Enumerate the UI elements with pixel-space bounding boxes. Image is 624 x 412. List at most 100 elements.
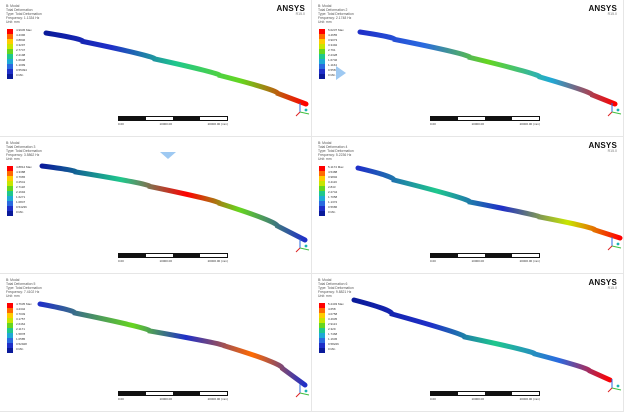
scale-tick-label: 0.00 (118, 259, 124, 263)
legend-swatch (319, 338, 325, 343)
legend-value: 1.5878 (16, 332, 26, 336)
scale-tick-label: 20000.00 (mm) (519, 122, 540, 126)
legend-value: 4.2342 (16, 307, 26, 311)
deformed-beam (43, 30, 309, 107)
beam-viewport[interactable] (0, 274, 312, 412)
legend-value: 1.7058 (328, 195, 338, 199)
header-line: Frequency: 9.8821 Hz (318, 290, 352, 294)
scale-segment (173, 254, 200, 257)
header-line: Total Deformation (6, 8, 33, 12)
beam-viewport[interactable] (0, 137, 312, 274)
legend-swatch (319, 328, 325, 333)
deformed-beam (357, 29, 618, 107)
legend-swatch (7, 166, 13, 171)
beam-viewport[interactable] (312, 137, 624, 274)
scale-segment (146, 392, 173, 395)
header-line: Total Deformation 3 (6, 145, 36, 149)
scale-bar-stripe (118, 391, 228, 396)
deformed-beam (39, 163, 308, 243)
scale-tick-label: 10000.00 (159, 259, 172, 263)
brand-name: ANSYS (276, 4, 305, 13)
beam-viewport[interactable] (312, 0, 624, 137)
legend-swatch (7, 313, 13, 318)
play-triangle-icon[interactable] (336, 66, 346, 80)
legend-swatch (7, 69, 13, 74)
beam-viewport[interactable] (312, 274, 624, 412)
axis-triad-icon (295, 239, 310, 253)
beam-viewport[interactable] (0, 0, 312, 137)
legend-swatch (7, 338, 13, 343)
legend-swatch (7, 176, 13, 181)
legend-swatch (7, 206, 13, 211)
legend-swatch (7, 29, 13, 34)
scale-bar-stripe (118, 116, 228, 121)
header-line: Total Deformation 6 (318, 282, 348, 286)
scale-segment (200, 254, 227, 257)
scale-bar-stripe (118, 253, 228, 258)
legend-swatch (319, 318, 325, 323)
scale-tick-label: 0.00 (118, 397, 124, 401)
legend-color-bar (318, 28, 326, 80)
legend-value: 1.6271 (16, 195, 26, 199)
legend-swatch (319, 49, 325, 54)
scale-segment (485, 117, 512, 120)
scale-tick-label: 20000.00 (mm) (519, 397, 540, 401)
scale-segment (512, 117, 539, 120)
scale-segment (512, 254, 539, 257)
scale-segment (173, 117, 200, 120)
legend-value: 3.7965 (16, 175, 26, 179)
brand-name: ANSYS (588, 141, 617, 150)
header-line: Unit: mm (318, 20, 332, 24)
legend-value: 1.6746 (328, 58, 338, 62)
scale-tick-label: 20000.00 (mm) (207, 122, 228, 126)
legend-value: 0.52928 (16, 342, 27, 346)
scale-bar-stripe (430, 116, 540, 121)
header-line: Frequency: 2.1748 Hz (318, 16, 352, 20)
legend-value: 1.1372 (328, 200, 338, 204)
legend-swatch (319, 206, 325, 211)
legend-value: 1.6648 (16, 58, 26, 62)
legend-value: 2.7118 (16, 185, 25, 189)
legend-value: 3.3492 (328, 43, 338, 47)
scale-segment (200, 117, 227, 120)
scale-segment (173, 392, 200, 395)
brand-name: ANSYS (588, 278, 617, 287)
header-line: B: Modal (318, 141, 332, 145)
legend-swatch (319, 303, 325, 308)
scale-tick-label: 0.00 (430, 397, 436, 401)
legend-swatch (7, 64, 13, 69)
legend-value: 0.55819 (328, 68, 339, 72)
legend-swatch (7, 171, 13, 176)
dropdown-triangle-icon[interactable] (160, 152, 176, 159)
legend-swatch (7, 201, 13, 206)
scale-tick-label: 0.00 (430, 122, 436, 126)
header-line: Total Deformation 5 (6, 282, 36, 286)
legend-value: 1.1164 (328, 63, 337, 67)
legend-swatch (319, 171, 325, 176)
legend-color-bar (6, 28, 14, 80)
axis-triad-icon (607, 237, 622, 251)
legend-swatch (319, 34, 325, 39)
legend-swatch (319, 196, 325, 201)
legend-swatch (319, 313, 325, 318)
